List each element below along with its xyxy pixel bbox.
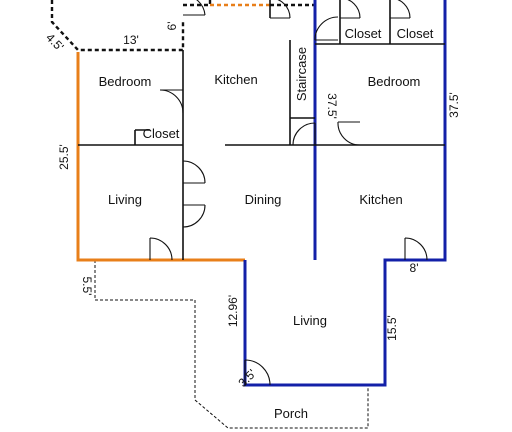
room-label-staircase: Staircase [294, 47, 309, 101]
dim-right-height: 37.5' [447, 92, 461, 118]
top-center-dashed-wall [183, 0, 212, 7]
interior-walls [78, 0, 445, 260]
dim-stair-side: 37.5' [325, 93, 339, 119]
dim-living-right: 15.5' [385, 315, 399, 341]
dim-porch-notch: 5.5' [80, 277, 94, 296]
room-label-closet-top-a: Closet [345, 26, 382, 41]
room-label-kitchen-center: Kitchen [214, 72, 257, 87]
porch-outline [94, 260, 369, 429]
room-label-closet-top-b: Closet [397, 26, 434, 41]
room-label-kitchen-right: Kitchen [359, 192, 402, 207]
left-unit-boundary [76, 52, 245, 262]
room-label-bedroom-left: Bedroom [99, 74, 152, 89]
room-label-bedroom-right: Bedroom [368, 74, 421, 89]
dim-top-notch: 6' [165, 22, 179, 31]
dim-top-width: 13' [123, 33, 139, 47]
room-label-dining: Dining [245, 192, 282, 207]
door-swings [149, 0, 428, 386]
angled-corner-wall [50, 0, 185, 52]
room-label-living-bottom: Living [293, 313, 327, 328]
room-label-living-left: Living [108, 192, 142, 207]
room-label-porch: Porch [274, 406, 308, 421]
room-label-closet-left: Closet [143, 126, 180, 141]
dim-kitchen-step: 8' [410, 261, 419, 275]
dim-living-height: 12.96' [226, 295, 240, 327]
dim-left-height: 25.5' [57, 144, 71, 170]
